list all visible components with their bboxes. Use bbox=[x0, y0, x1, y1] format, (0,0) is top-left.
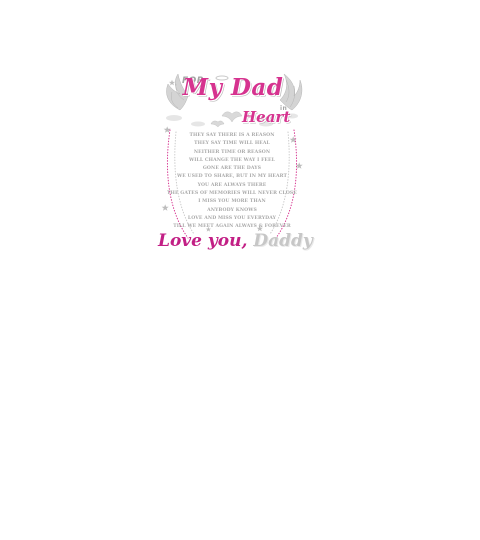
star-icon bbox=[161, 79, 303, 232]
poem-line: GONE ARE THE DAYS bbox=[202, 166, 262, 172]
poem-line: I MISS YOU MORE THAN bbox=[198, 199, 266, 205]
halo-icon bbox=[215, 75, 229, 81]
right-wing-icon bbox=[279, 73, 303, 111]
decorative-artwork bbox=[161, 73, 303, 239]
dove-icon bbox=[210, 120, 225, 128]
header-heart: Heart bbox=[242, 108, 291, 126]
signature: Love you, Daddy bbox=[158, 231, 313, 251]
poem-line: THE GATES OF MEMORIES WILL NEVER CLOSE bbox=[167, 191, 297, 197]
poem-line: LOVE AND MISS YOU EVERYDAY bbox=[187, 215, 277, 221]
memorial-poem-design: FOR My Dad in Heart THEY SAY THERE IS A … bbox=[158, 70, 313, 262]
signature-love-you: Love you, bbox=[158, 231, 254, 251]
header-in: in bbox=[280, 105, 288, 112]
poem-line: WE USED TO SHARE, BUT IN MY HEART bbox=[176, 174, 288, 180]
left-wing-icon bbox=[166, 73, 189, 111]
poem-text: THEY SAY THERE IS A REASON THEY SAY TIME… bbox=[160, 132, 304, 232]
poem-line: WILL CHANGE THE WAY I FEEL bbox=[189, 157, 275, 163]
header-my-dad: My Dad bbox=[182, 74, 284, 101]
bead-chain-icon bbox=[166, 129, 298, 239]
poem-line: NEITHER TIME OR REASON bbox=[193, 149, 271, 155]
cloud-icon bbox=[166, 113, 298, 127]
poem-line: THEY SAY THERE IS A REASON bbox=[189, 133, 275, 138]
poem-line: YOU ARE ALWAYS THERE bbox=[197, 182, 267, 188]
dove-icon bbox=[221, 111, 243, 123]
header-for: FOR bbox=[182, 76, 205, 86]
poem-line: THEY SAY TIME WILL HEAL bbox=[194, 141, 270, 147]
signature-daddy: Daddy bbox=[253, 231, 313, 251]
poem-line: TILL WE MEET AGAIN ALWAYS & FOREVER bbox=[173, 224, 291, 230]
poem-line: ANYBODY KNOWS bbox=[207, 207, 257, 213]
